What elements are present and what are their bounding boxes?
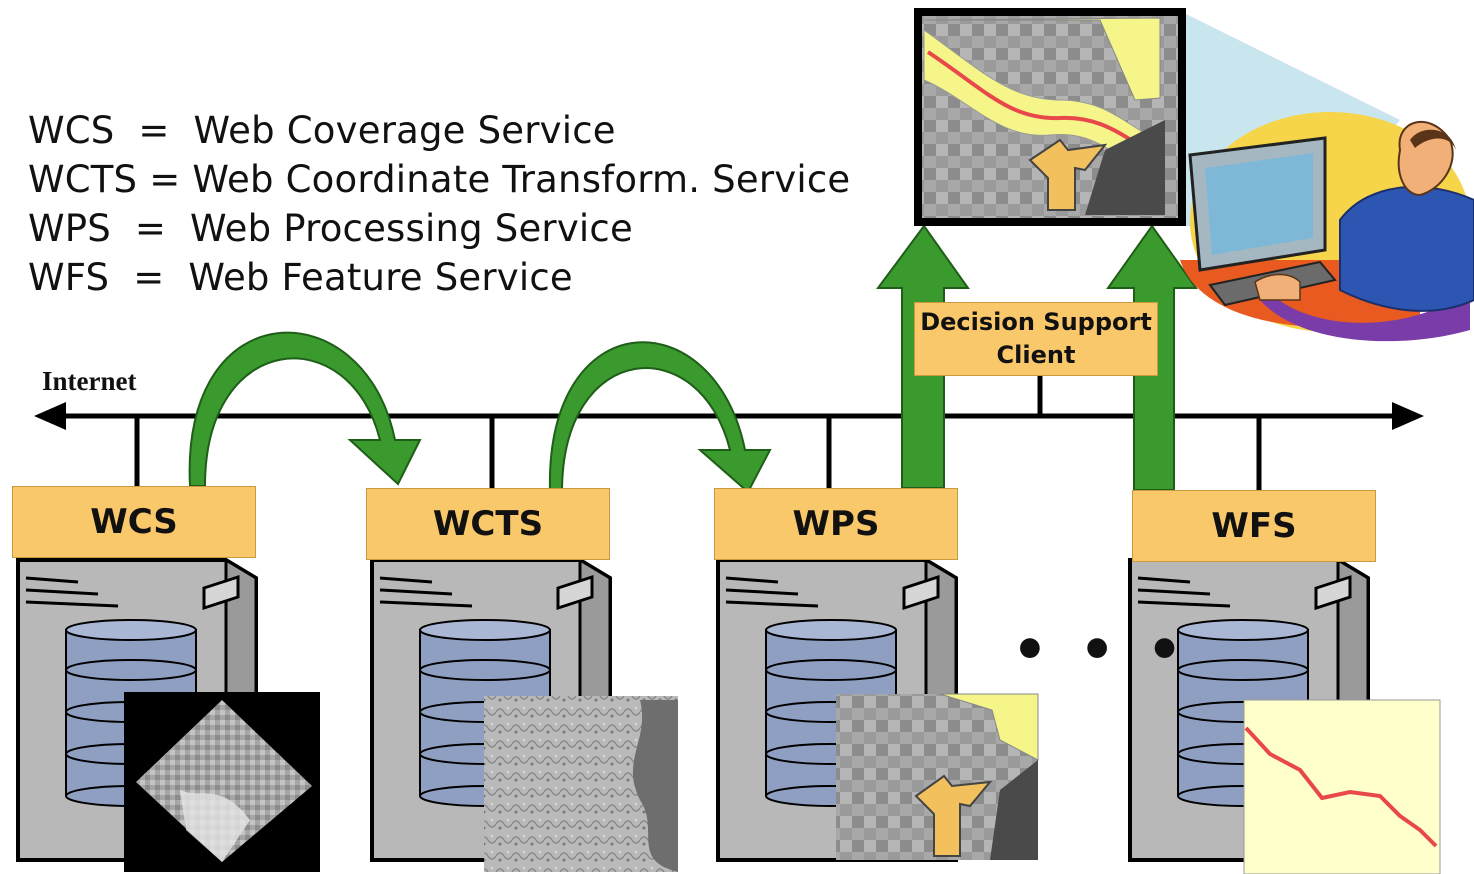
legend-desc: Web Coverage Service xyxy=(193,109,616,152)
internet-label: Internet xyxy=(42,366,137,396)
service-box-wfs: WFS xyxy=(1132,490,1376,562)
curved-arrow-icon xyxy=(548,341,772,494)
legend-row: WPS = Web Processing Service xyxy=(4,164,633,250)
legend-row: WCTS = Web Coordinate Transform. Service xyxy=(4,115,850,201)
arrow-right-icon xyxy=(1392,402,1424,430)
processed-thumbnail xyxy=(836,693,1039,860)
service-box-wcts: WCTS xyxy=(366,488,610,560)
legend-abbr: WPS xyxy=(27,207,111,250)
client-line-2: Client xyxy=(996,341,1076,369)
legend-eq: = xyxy=(134,207,167,250)
user-at-computer-icon xyxy=(1180,112,1474,342)
arrow-left-icon xyxy=(34,402,66,430)
legend-desc: Web Processing Service xyxy=(190,207,633,250)
client-line-1: Decision Support xyxy=(920,308,1152,336)
legend-desc: Web Coordinate Transform. Service xyxy=(192,158,851,201)
database-icon xyxy=(1177,619,1309,807)
curved-arrow-icon xyxy=(188,331,422,487)
orthophoto-thumbnail xyxy=(484,696,678,872)
legend-eq: = xyxy=(133,256,165,299)
legend-row: WCS = Web Coverage Service xyxy=(4,66,616,152)
legend-row: WFS = Web Feature Service xyxy=(4,213,573,299)
legend-abbr: WCS xyxy=(27,109,115,152)
decision-support-client: Decision Support Client xyxy=(914,302,1158,376)
legend-abbr: WFS xyxy=(27,256,110,299)
service-box-wcs: WCS xyxy=(12,486,256,558)
legend-abbr: WCTS xyxy=(27,158,138,201)
legend-eq: = xyxy=(149,158,181,201)
service-box-wps: WPS xyxy=(714,488,958,560)
legend-eq: = xyxy=(138,109,170,152)
legend-desc: Web Feature Service xyxy=(188,256,573,299)
database-icon xyxy=(765,619,897,807)
coverage-thumbnail xyxy=(124,692,320,872)
ellipsis: • • • xyxy=(1012,618,1189,683)
feature-thumbnail xyxy=(1243,699,1441,874)
